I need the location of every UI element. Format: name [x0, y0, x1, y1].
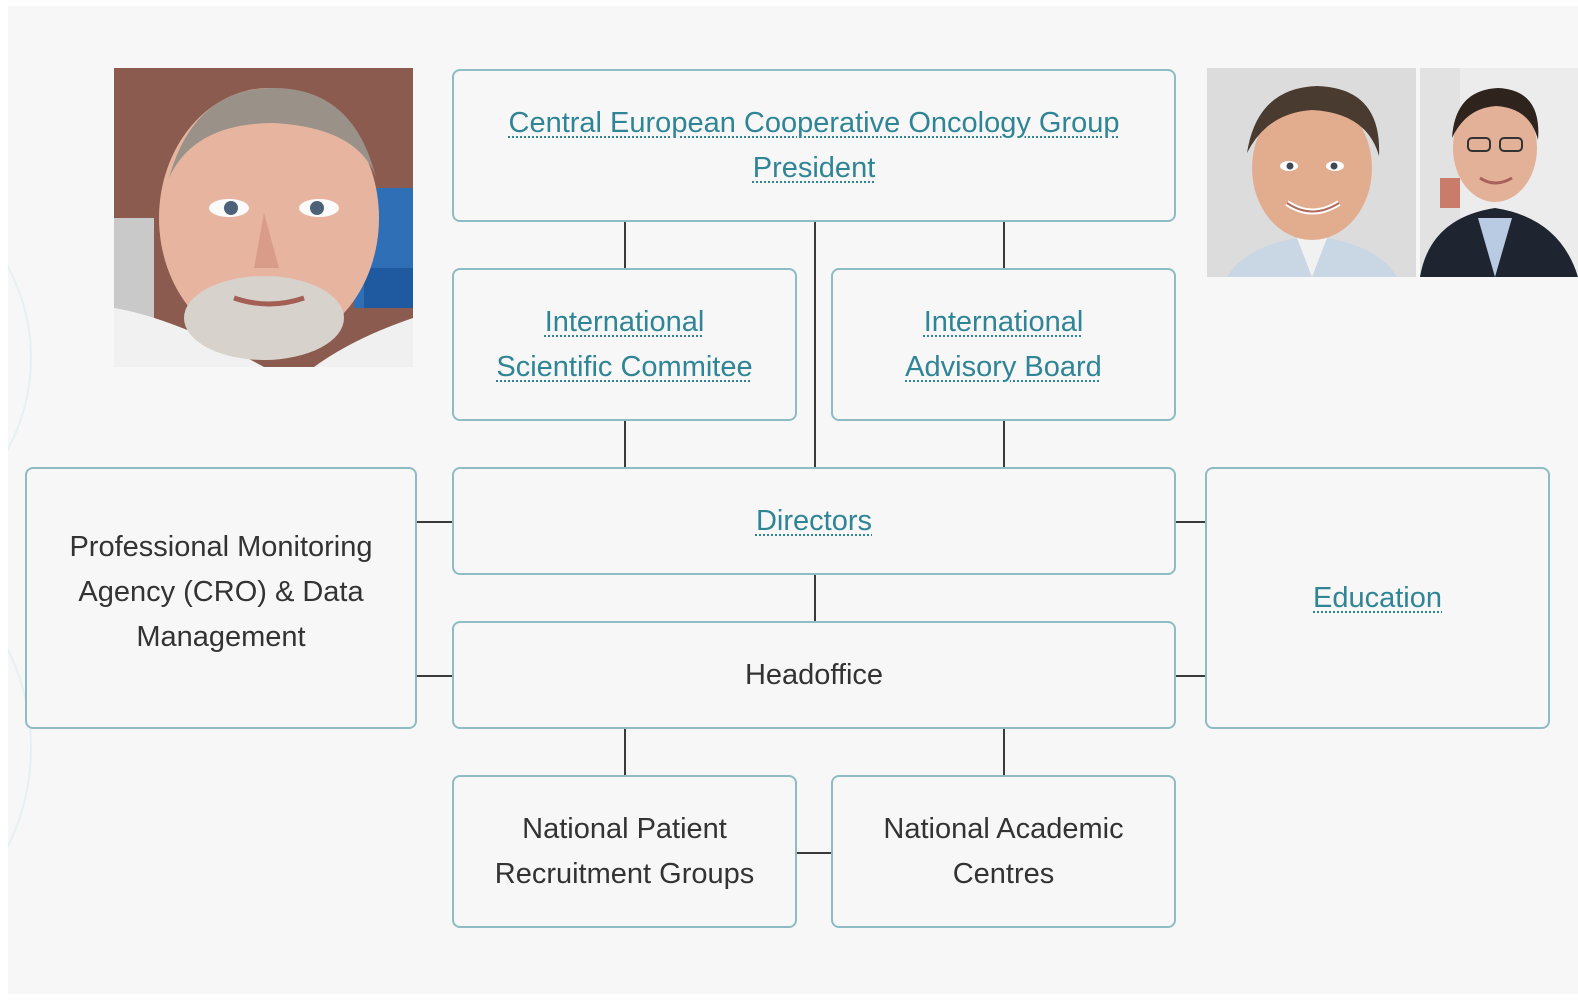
connector-headoffice-education [1175, 675, 1207, 677]
advisory-board-link-line2[interactable]: Advisory Board [905, 350, 1102, 383]
scientific-committee-link-line1[interactable]: International [544, 305, 705, 338]
connector-headoffice-recruitment [624, 728, 626, 775]
academic-centres-label-line2: Centres [952, 857, 1055, 890]
connector-recruitment-academic [795, 852, 831, 854]
connector-cro-headoffice [416, 675, 452, 677]
connector-advisory-directors [1003, 420, 1005, 467]
connector-president-scientific [624, 221, 626, 268]
box-education: Education [1205, 467, 1550, 729]
cro-label-line2: Agency (CRO) & Data [78, 576, 364, 608]
academic-centres-label-line1: National Academic [883, 812, 1124, 845]
box-president: Central European Cooperative Oncology Gr… [452, 69, 1176, 222]
president-photo [114, 68, 413, 367]
box-academic-centres: National Academic Centres [831, 775, 1176, 928]
education-link[interactable]: Education [1313, 581, 1442, 614]
directors-link[interactable]: Directors [755, 504, 872, 537]
connector-directors-education [1175, 521, 1207, 523]
box-cro: Professional Monitoring Agency (CRO) & D… [25, 467, 417, 729]
connector-scientific-directors [624, 420, 626, 467]
box-scientific-committee: International Scientific Commitee [452, 268, 797, 421]
connector-directors-headoffice [814, 574, 816, 621]
connector-president-directors [814, 221, 816, 467]
advisory-board-link-line1[interactable]: International [923, 305, 1084, 338]
director-photo [1420, 68, 1578, 277]
scientific-committee-link-line2[interactable]: Scientific Commitee [496, 350, 753, 383]
headoffice-label: Headoffice [744, 658, 884, 691]
box-advisory-board: International Advisory Board [831, 268, 1176, 421]
cro-label-line1: Professional Monitoring [69, 531, 373, 563]
cro-label-line3: Management [136, 621, 306, 653]
president-link[interactable]: President [752, 151, 876, 184]
recruitment-groups-label-line2: Recruitment Groups [494, 857, 755, 890]
connector-cro-directors [416, 521, 452, 523]
president-organization-link[interactable]: Central European Cooperative Oncology Gr… [508, 106, 1120, 139]
box-headoffice: Headoffice [452, 621, 1176, 729]
connector-headoffice-academic [1003, 728, 1005, 775]
recruitment-groups-label-line1: National Patient [522, 812, 727, 845]
vice-president-photo [1207, 68, 1416, 277]
connector-president-advisory [1003, 221, 1005, 268]
box-directors: Directors [452, 467, 1176, 575]
org-chart-canvas: Central European Cooperative Oncology Gr… [8, 6, 1578, 994]
box-recruitment-groups: National Patient Recruitment Groups [452, 775, 797, 928]
